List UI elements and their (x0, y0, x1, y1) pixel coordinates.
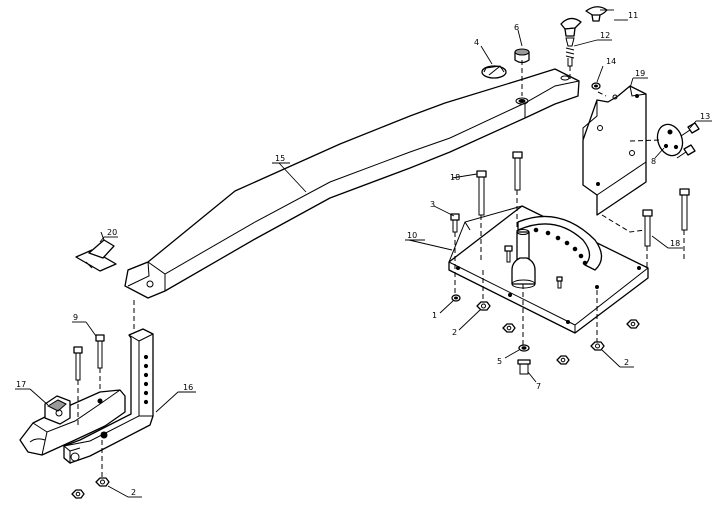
nut-2-lower-left (95, 477, 110, 487)
callout-6: 6 (514, 23, 519, 32)
loose-nut-center (502, 323, 516, 333)
callout-2-lower-left: 2 (131, 488, 136, 497)
bolt-9-right (95, 334, 105, 369)
callout-2-plate-right: 2 (624, 358, 629, 367)
bolt-3 (450, 213, 460, 233)
callout-2-plate-left: 2 (452, 328, 457, 337)
callout-13: 13 (700, 112, 710, 121)
callout-8: 8 (651, 157, 656, 166)
washer-1 (451, 294, 461, 302)
hitch-coupler (19, 389, 126, 456)
bolt-13-lower (676, 144, 696, 159)
long-bolt-18-right (642, 209, 653, 247)
loose-nut-right (626, 319, 640, 329)
nut-2-far-left (71, 489, 85, 499)
bolt-13-upper (680, 122, 700, 137)
pivot-pin-assembly (517, 344, 531, 375)
nut-2-plate-right (590, 341, 605, 351)
callout-10: 10 (407, 231, 417, 240)
callout-14: 14 (606, 57, 616, 66)
loose-nut-mid (556, 355, 570, 365)
bolt-9-left (73, 346, 83, 381)
callout-20: 20 (107, 228, 117, 237)
long-bolt-18-far-right (679, 188, 690, 231)
drawbar-tube (124, 68, 580, 299)
callout-12: 12 (600, 31, 610, 40)
long-bolt-18-upper (512, 151, 523, 191)
callout-4: 4 (474, 38, 479, 47)
knob-cap-right (585, 6, 608, 22)
callout-19: 19 (635, 69, 645, 78)
callout-15: 15 (275, 154, 285, 163)
callout-1: 1 (432, 311, 437, 320)
callout-3: 3 (430, 200, 435, 209)
callout-16: 16 (183, 383, 193, 392)
upright-bracket (582, 85, 647, 216)
callout-17: 17 (16, 380, 26, 389)
base-plate (448, 205, 649, 334)
callout-11: 11 (628, 11, 638, 20)
callout-7: 7 (536, 382, 541, 391)
nut-14 (591, 82, 601, 90)
bushing (514, 48, 530, 64)
callout-leaders (15, 9, 712, 498)
callout-18-right: 18 (670, 239, 680, 248)
vertical-post-assembly (63, 328, 154, 465)
knob-cap-left (560, 17, 582, 37)
callout-9: 9 (73, 313, 78, 322)
spring-pin (565, 37, 575, 67)
hitch-clip-plate (75, 231, 117, 272)
nut-2-plate-left (476, 301, 491, 311)
callout-18: 18 (450, 173, 460, 182)
callout-labels: 11 6 12 4 14 19 13 8 15 18 3 10 18 20 1 … (16, 11, 710, 497)
callout-5: 5 (497, 357, 502, 366)
pivot-cap (481, 65, 507, 79)
long-bolt-18-center (476, 170, 487, 216)
